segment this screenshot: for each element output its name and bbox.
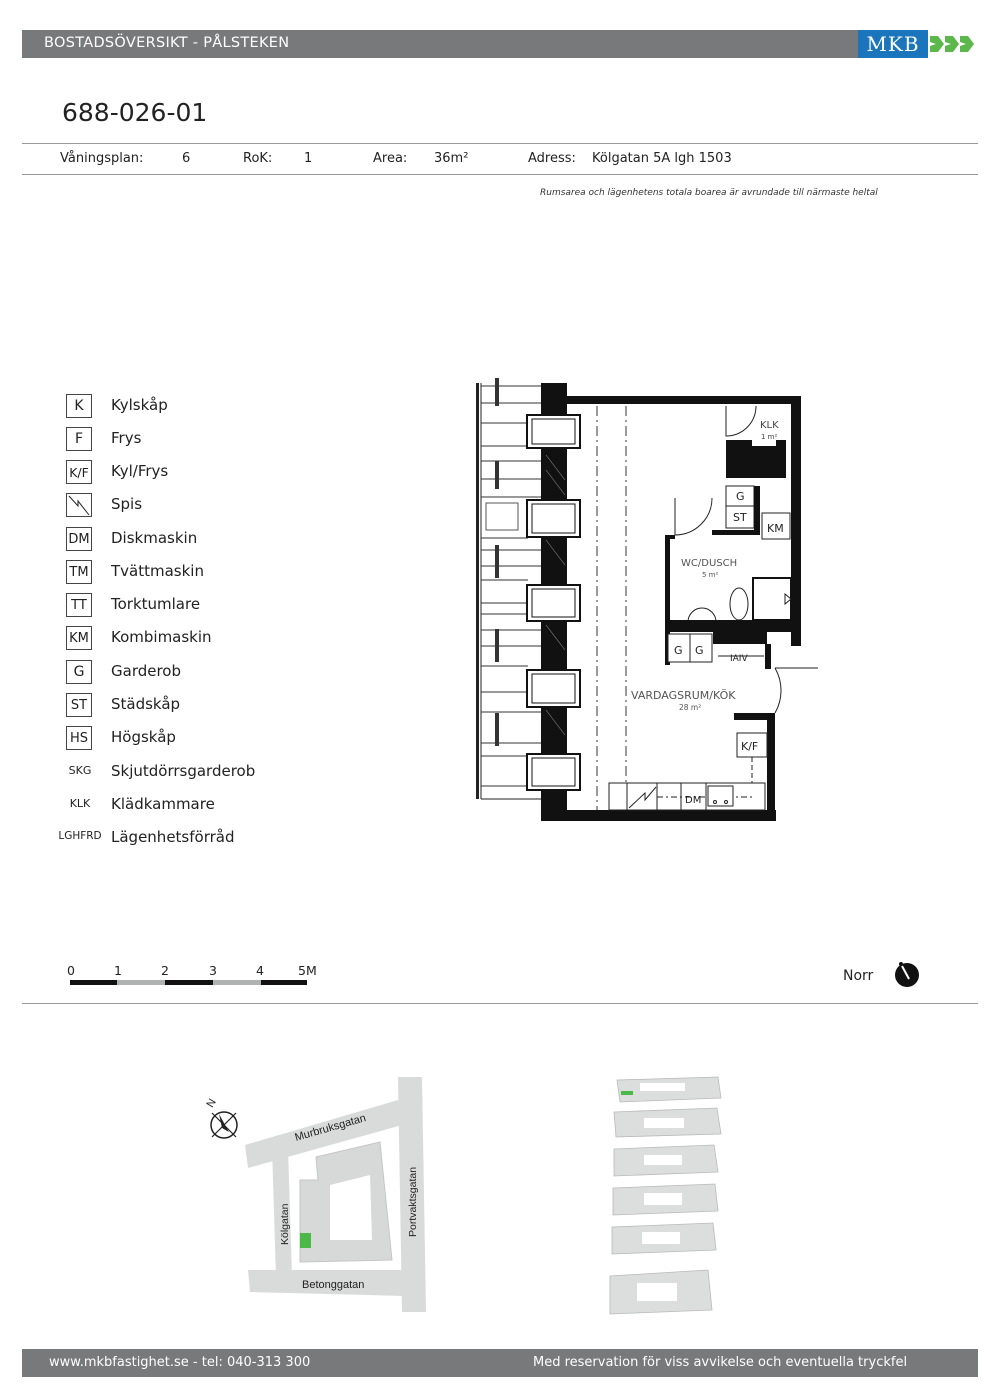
legend-code: KLK	[69, 797, 91, 810]
legend-code: LGHFRD	[58, 830, 102, 842]
legend-item: K Kylskåp	[55, 394, 315, 424]
svg-text:Betonggatan: Betonggatan	[302, 1279, 364, 1291]
scale-tick: 3	[209, 963, 217, 978]
area-label: Area:	[373, 151, 408, 166]
floor-label: Våningsplan:	[60, 151, 144, 166]
floor-value: 6	[182, 151, 191, 166]
legend-label: Torktumlare	[111, 595, 201, 613]
legend-item: TT Torktumlare	[55, 593, 315, 623]
legend-label: Garderob	[111, 662, 182, 680]
svg-text:ST: ST	[733, 511, 747, 524]
legend-label: Kyl/Frys	[111, 462, 169, 480]
footer-contact: www.mkbfastighet.se - tel: 040-313 300	[49, 1355, 311, 1370]
apartment-info-row: Våningsplan: 6 RoK: 1 Area: 36m² Adress:…	[22, 144, 978, 174]
legend-item: KM Kombimaskin	[55, 626, 315, 656]
svg-text:5 m²: 5 m²	[702, 571, 718, 579]
address-label: Adress:	[528, 151, 576, 166]
legend-item: SKG Skjutdörrsgarderob	[55, 760, 315, 790]
scale-tick: 5M	[298, 963, 317, 978]
floor-plan: KLK 1 m² G ST KM G G IAIV	[470, 375, 820, 825]
legend-label: Kylskåp	[111, 396, 168, 414]
rok-value: 1	[304, 151, 313, 166]
area-note: Rumsarea och lägenhetens totala boarea ä…	[540, 188, 878, 198]
mkb-logo: MKB	[858, 30, 978, 58]
legend-label: Diskmaskin	[111, 529, 198, 547]
legend-label: Högskåp	[111, 728, 176, 746]
site-map: Murbruksgatan Portvaktsgatan Kölgatan Be…	[190, 1070, 450, 1320]
legend-code: TM	[66, 560, 92, 584]
legend-code: DM	[66, 527, 92, 551]
divider-map	[22, 1003, 978, 1004]
header-bar: BOSTADSÖVERSIKT - PÅLSTEKEN	[22, 30, 978, 58]
scale-tick: 0	[67, 963, 75, 978]
svg-text:G: G	[736, 490, 745, 503]
area-value: 36m²	[434, 151, 469, 166]
svg-text:Portvaktsgatan: Portvaktsgatan	[407, 1167, 419, 1237]
legend-code: ST	[66, 693, 92, 717]
legend-label: Skjutdörrsgarderob	[111, 762, 256, 780]
svg-text:WC/DUSCH: WC/DUSCH	[681, 558, 737, 569]
svg-text:Kölgatan: Kölgatan	[279, 1203, 291, 1245]
legend-label: Spis	[111, 495, 143, 513]
svg-text:G: G	[674, 644, 683, 657]
header-title: BOSTADSÖVERSIKT - PÅLSTEKEN	[44, 35, 290, 51]
legend-code: TT	[66, 593, 92, 617]
apartment-id: 688-026-01	[62, 98, 208, 127]
legend-code: HS	[66, 726, 92, 750]
footer-bar: www.mkbfastighet.se - tel: 040-313 300 M…	[22, 1349, 978, 1377]
scale-tick: 2	[161, 963, 169, 978]
north-label: Norr	[843, 968, 874, 984]
scale-tick: 1	[114, 963, 122, 978]
legend-item: HS Högskåp	[55, 726, 315, 756]
svg-text:IAIV: IAIV	[730, 654, 748, 664]
legend-code: K	[66, 394, 92, 418]
address-value: Kölgatan 5A lgh 1503	[592, 151, 732, 166]
svg-text:VARDAGSRUM/KÖK: VARDAGSRUM/KÖK	[631, 689, 736, 702]
legend-code: G	[66, 660, 92, 684]
legend-code: F	[66, 427, 92, 451]
legend-item: DM Diskmaskin	[55, 527, 315, 557]
legend-item: G Garderob	[55, 660, 315, 690]
legend-item: KLK Klädkammare	[55, 793, 315, 823]
svg-text:DM: DM	[685, 795, 701, 806]
legend-item: ST Städskåp	[55, 693, 315, 723]
north-arrow-icon	[893, 960, 921, 988]
legend-item: Spis	[55, 493, 315, 523]
building-floors-diagram	[600, 1070, 730, 1320]
legend-code: KM	[66, 626, 92, 650]
legend-label: Kombimaskin	[111, 628, 212, 646]
divider-top	[22, 143, 978, 144]
legend-label: Frys	[111, 429, 142, 447]
divider-bottom	[22, 174, 978, 175]
svg-text:KLK: KLK	[760, 420, 779, 431]
stove-icon	[66, 493, 92, 517]
legend-code: K/F	[66, 460, 92, 484]
legend-item: F Frys	[55, 427, 315, 457]
svg-text:G: G	[695, 644, 704, 657]
logo-text: MKB	[858, 30, 928, 58]
scale-tick: 4	[256, 963, 264, 978]
svg-text:KM: KM	[767, 522, 784, 535]
footer-disclaimer: Med reservation för viss avvikelse och e…	[533, 1355, 908, 1370]
rok-label: RoK:	[243, 151, 273, 166]
legend-label: Lägenhetsförråd	[111, 828, 235, 846]
legend-item: LGHFRD Lägenhetsförråd	[55, 826, 315, 856]
svg-text:K/F: K/F	[741, 740, 758, 753]
logo-arrows-icon	[928, 30, 978, 58]
legend-label: Städskåp	[111, 695, 181, 713]
svg-text:N: N	[204, 1097, 218, 1110]
legend-item: K/F Kyl/Frys	[55, 460, 315, 490]
legend-label: Tvättmaskin	[111, 562, 204, 580]
svg-text:28 m²: 28 m²	[679, 703, 701, 712]
legend-code: SKG	[68, 764, 92, 777]
legend-item: TM Tvättmaskin	[55, 560, 315, 590]
svg-text:1 m²: 1 m²	[761, 433, 777, 441]
legend-label: Klädkammare	[111, 795, 215, 813]
